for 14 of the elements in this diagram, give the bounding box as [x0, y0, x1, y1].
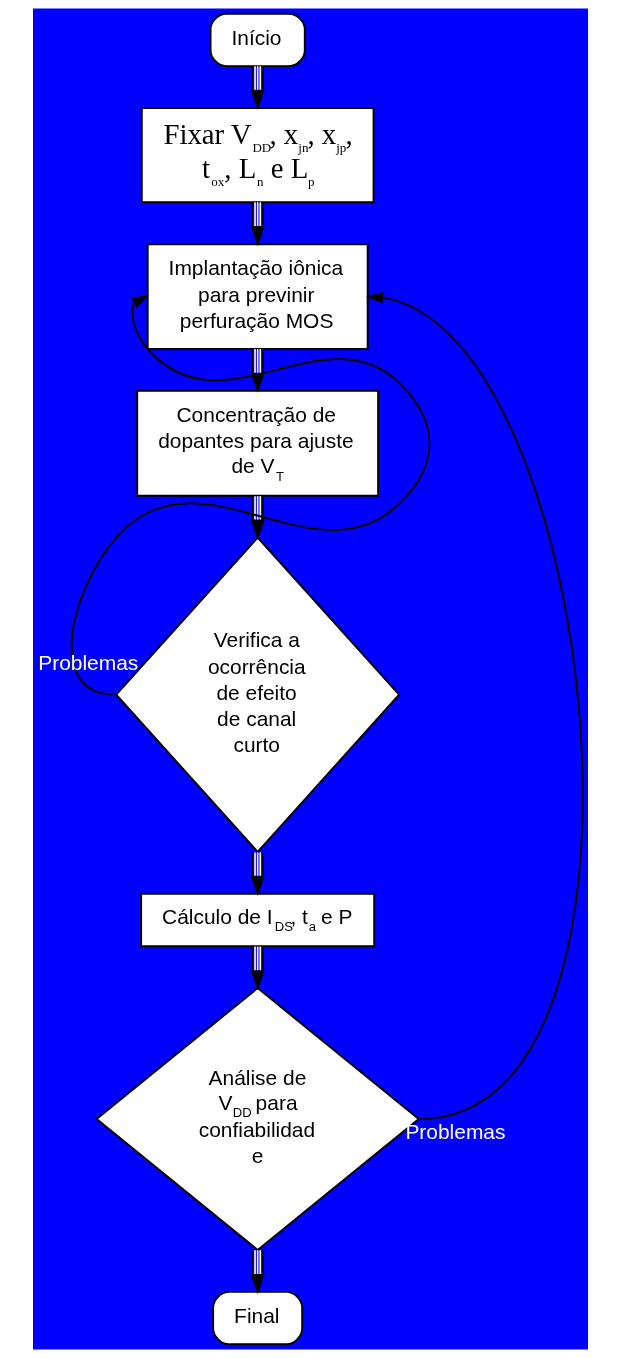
arrow [250, 65, 265, 110]
node-box: Cálculo de I$_{DS}$, t$_{a}$ e P [140, 892, 376, 948]
node-box: Implantação iônica para previnir perfuração MOS [146, 243, 369, 350]
node-box: Concentração de dopantes para ajuste de V$_{T}$ [136, 389, 380, 497]
arrow [250, 1249, 265, 1295]
node-box: Fixar V$_{DD}$, x$_{jn}$, x$_{jp}$, t$_{ox}$, L$_{n}$ e L$_{p}$ [140, 107, 375, 204]
arrow [250, 201, 265, 247]
node-box: Início [209, 12, 306, 68]
arrow [366, 291, 584, 1120]
arrow [250, 495, 265, 540]
arrow [70, 295, 431, 696]
arrow [250, 851, 265, 896]
arrow [250, 945, 265, 991]
node-box: Final [212, 1290, 304, 1346]
